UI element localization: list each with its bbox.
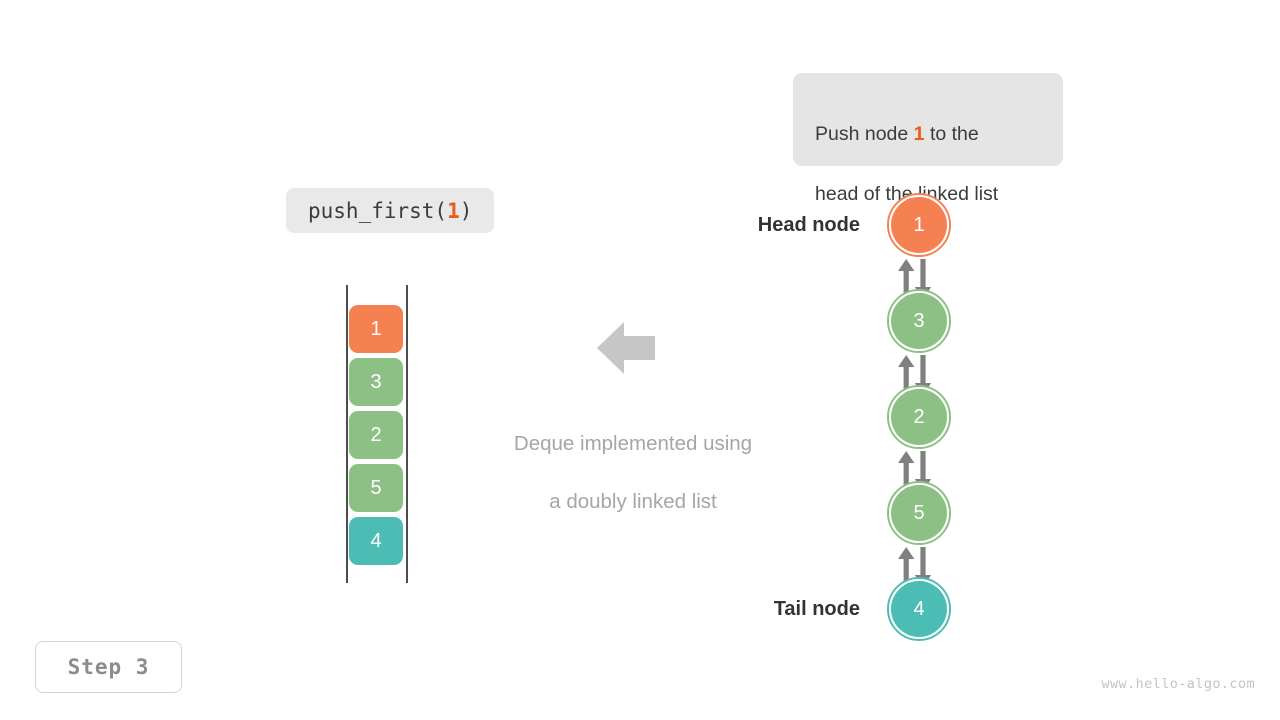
prev-pointer-arrow-icon	[898, 355, 915, 395]
step-badge-label: Step 3	[67, 655, 150, 679]
linked-list-node-outline	[887, 481, 951, 545]
linked-list-node-ring	[889, 195, 949, 255]
deque-cell: 2	[349, 411, 403, 459]
linked-list-node: 2	[891, 389, 947, 445]
operation-argument: 1	[447, 198, 460, 223]
caption-line1: Deque implemented using	[513, 432, 753, 455]
diagram-caption: Deque implemented using a doubly linked …	[433, 400, 833, 516]
operation-suffix: )	[459, 198, 473, 223]
deque-cell: 5	[349, 464, 403, 512]
deque-cell-value: 5	[370, 476, 382, 499]
operation-prefix: push_first(	[308, 198, 448, 223]
left-arrow-icon	[597, 322, 655, 374]
linked-list-node-value: 2	[913, 405, 925, 428]
linked-list-node-ring	[889, 579, 949, 639]
linked-list-node-outline	[887, 289, 951, 353]
deque-cell: 4	[349, 517, 403, 565]
linked-list-node: 3	[891, 293, 947, 349]
linked-list-node-value: 5	[913, 501, 925, 524]
linked-list-node-ring	[889, 291, 949, 351]
operation-chip: push_first(1)	[286, 188, 495, 233]
caption-line2: a doubly linked list	[549, 490, 717, 513]
watermark: www.hello-algo.com	[1101, 676, 1255, 692]
linked-list-node-outline	[887, 193, 951, 257]
linked-list-node-value: 3	[913, 309, 925, 332]
callout-highlight-value: 1	[913, 123, 925, 145]
linked-list-node-value: 4	[913, 597, 925, 620]
deque-cell: 3	[349, 358, 403, 406]
linked-list-node-outline	[887, 385, 951, 449]
tail-node-label: Tail node	[773, 598, 860, 620]
callout-line1-prefix: Push node	[815, 123, 914, 145]
deque-cell: 1	[349, 305, 403, 353]
deque-cell-value: 1	[370, 317, 382, 340]
operation-callout: Push node 1 to the head of the linked li…	[793, 73, 1063, 205]
prev-pointer-arrow-icon	[898, 547, 915, 587]
deque-cell-value: 4	[370, 529, 382, 552]
linked-list-node: 5	[891, 485, 947, 541]
head-node-label: Head node	[757, 214, 860, 236]
prev-pointer-arrow-icon	[898, 451, 915, 491]
callout-line1-suffix: to the	[924, 123, 979, 145]
linked-list-node-ring	[889, 483, 949, 543]
deque-cell-value: 3	[370, 370, 382, 393]
operation-chip-text: push_first(1)	[308, 199, 472, 223]
linked-list-node: 4	[891, 581, 947, 637]
linked-list-node: 1	[891, 197, 947, 253]
operation-callout-text: Push node 1 to the head of the linked li…	[815, 89, 1041, 209]
linked-list-node-value: 1	[913, 213, 925, 236]
linked-list-node-ring	[889, 387, 949, 447]
deque-rail-right	[406, 285, 408, 583]
deque-rail-left	[346, 285, 348, 583]
step-badge: Step 3	[35, 641, 182, 693]
linked-list-node-outline	[887, 577, 951, 641]
prev-pointer-arrow-icon	[898, 259, 915, 299]
deque-cell-value: 2	[370, 423, 382, 446]
